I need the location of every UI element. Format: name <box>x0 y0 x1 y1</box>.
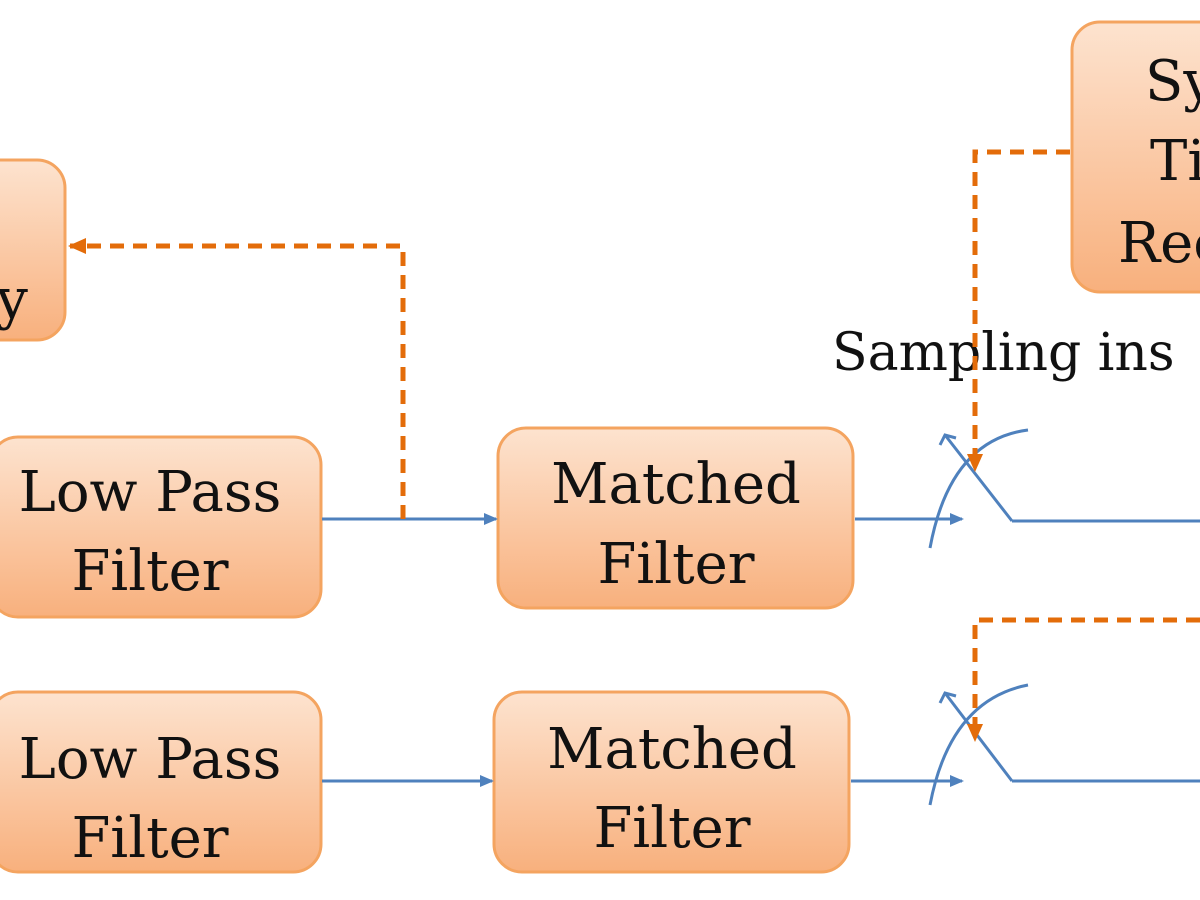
timing-block-line3: Rec <box>1118 211 1200 276</box>
timing-control-bottom <box>967 617 1200 742</box>
frequency-block: y <box>0 158 67 342</box>
feedback-to-frequency-block <box>68 238 406 519</box>
matched-filter-top: Matched Filter <box>496 426 855 610</box>
symbol-timing-recovery-block: Sy Ti Rec <box>1070 20 1200 294</box>
low-pass-filter-top: Low Pass Filter <box>0 435 323 619</box>
sampler-switch-bottom <box>928 683 1200 806</box>
frequency-block-label-line2: y <box>0 267 28 332</box>
timing-block-line1: Sy <box>1145 49 1200 114</box>
timing-control-top <box>967 149 1070 472</box>
low-pass-filter-top-line1: Low Pass <box>19 460 282 525</box>
low-pass-filter-bottom: Low Pass Filter <box>0 690 323 874</box>
sampling-instant-label: Sampling ins <box>832 323 1175 383</box>
matched-filter-top-line2: Filter <box>597 532 754 597</box>
matched-filter-bottom-line2: Filter <box>593 796 750 861</box>
timing-block-line2: Ti <box>1150 129 1200 194</box>
matched-filter-top-line1: Matched <box>551 452 801 517</box>
matched-filter-bottom-line1: Matched <box>547 717 797 782</box>
matched-filter-bottom: Matched Filter <box>492 690 851 874</box>
low-pass-filter-bottom-line2: Filter <box>71 806 228 871</box>
sampler-switch-top <box>928 428 1200 549</box>
low-pass-filter-top-line2: Filter <box>71 539 228 604</box>
low-pass-filter-bottom-line1: Low Pass <box>19 727 282 792</box>
